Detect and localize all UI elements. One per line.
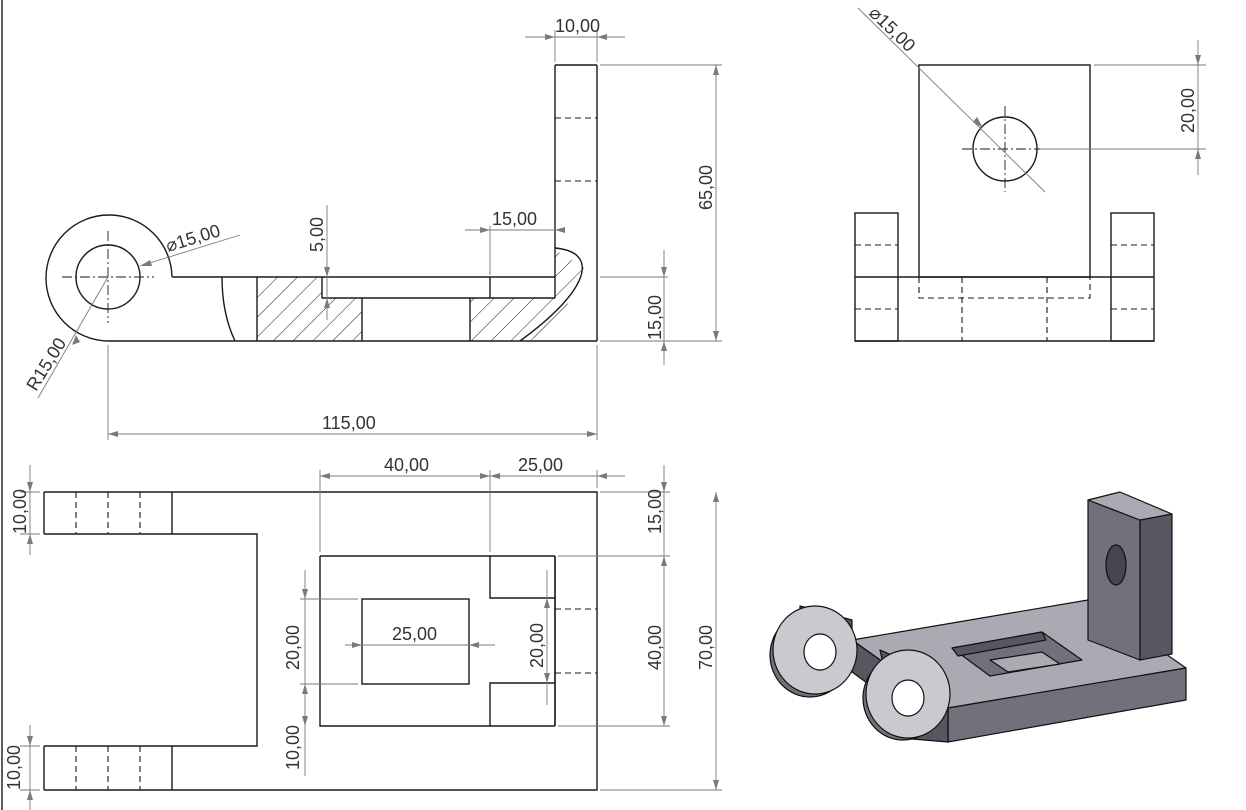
dim-front-top-width: 10,00 bbox=[555, 16, 600, 36]
dim-front-hole-dia: ⌀15,00 bbox=[163, 220, 222, 255]
dim-top-slot-w: 25,00 bbox=[392, 624, 437, 644]
dim-top-h40: 40,00 bbox=[645, 625, 665, 670]
front-view: 10,00 65,00 15,00 15,00 5,00 ⌀15,00 R15, bbox=[22, 16, 722, 440]
dim-top-pocket-h: 20,00 bbox=[527, 623, 547, 668]
dim-side-hole-dia: ⌀15,00 bbox=[865, 2, 919, 55]
dim-top-lug-bottom: 10,00 bbox=[4, 745, 24, 790]
dim-top-w40: 40,00 bbox=[384, 455, 429, 475]
dim-top-slot-h: 20,00 bbox=[283, 625, 303, 670]
front-section-hatch-right bbox=[470, 250, 585, 341]
dim-front-step: 15,00 bbox=[492, 209, 537, 229]
dim-front-length: 115,00 bbox=[322, 413, 376, 433]
isometric-view bbox=[769, 491, 1187, 743]
dim-front-radius: R15,00 bbox=[22, 334, 70, 394]
side-view: ⌀15,00 20,00 bbox=[854, 2, 1206, 342]
dim-top-bottom-10: 10,00 bbox=[283, 725, 303, 770]
iso-lug-hole-back bbox=[803, 633, 837, 671]
dim-top-h70: 70,00 bbox=[696, 625, 716, 670]
dim-front-pocket-depth: 5,00 bbox=[307, 217, 327, 252]
dim-side-hole-offset: 20,00 bbox=[1178, 88, 1198, 133]
front-section-hatch-left bbox=[256, 276, 363, 342]
dim-top-w25: 25,00 bbox=[518, 455, 563, 475]
top-view: 40,00 25,00 15,00 40,00 70,00 10,00 10,0… bbox=[4, 455, 722, 810]
dim-top-h15: 15,00 bbox=[645, 489, 665, 534]
iso-lug-hole-front bbox=[891, 679, 925, 717]
front-lug-outline bbox=[45, 214, 173, 342]
iso-upright-hole bbox=[1105, 544, 1127, 586]
dim-front-height: 65,00 bbox=[696, 165, 716, 210]
dim-front-base-height: 15,00 bbox=[645, 295, 665, 340]
dim-top-lug-top: 10,00 bbox=[10, 489, 30, 534]
